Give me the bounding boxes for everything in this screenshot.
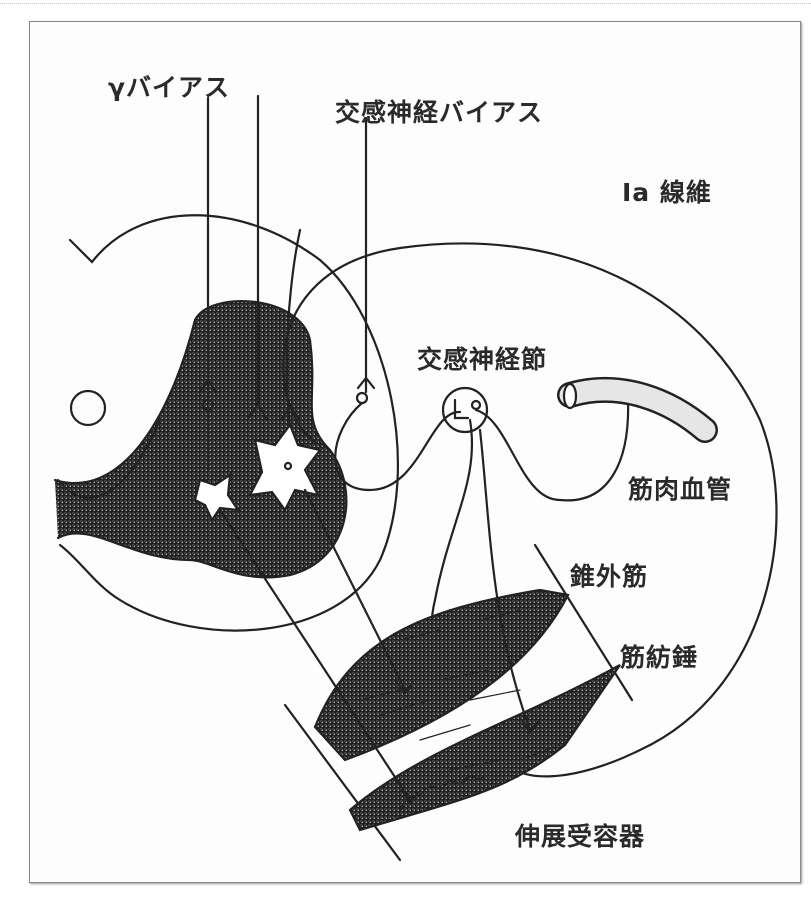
spinal-cord-outline [58, 214, 399, 632]
ia-fiber [282, 242, 778, 778]
sympathetic-preganglionic [334, 401, 462, 492]
vessel-opening [562, 382, 578, 410]
muscle-boundary [283, 703, 402, 862]
nucleus [283, 461, 293, 471]
stretch-receptor-coil [399, 774, 486, 811]
spinal-cord-left-curve [56, 418, 162, 499]
gamma-motor-neuron [193, 472, 241, 523]
postganglionic-to-vessel [474, 398, 630, 502]
label-muscle-spindle: 筋紡錘 [620, 643, 699, 672]
grey-matter [53, 300, 348, 579]
label-gamma-bias: γバイアス [108, 73, 231, 102]
muscle-boundary [533, 543, 634, 702]
synapse-forks [198, 376, 376, 422]
label-extrafusal-muscle: 錐外筋 [570, 562, 649, 591]
label-ia-fiber: Ⅰa 線維 [622, 178, 712, 207]
sympathetic-ganglion [441, 386, 489, 434]
alpha-efferent [303, 488, 415, 695]
label-muscle-vessel: 筋肉血管 [628, 475, 733, 504]
muscle-spindle [348, 664, 621, 832]
central-canal [69, 389, 107, 427]
label-sympathetic-ganglion: 交感神経節 [417, 345, 548, 374]
extrafusal-muscle [313, 588, 570, 762]
neuron-soma [355, 391, 369, 405]
sympathetic-to-spindle [478, 428, 540, 735]
gamma-efferent [218, 508, 420, 805]
ganglion-synapse [453, 398, 470, 420]
ganglion-cell [470, 399, 482, 411]
vessel-fill [559, 379, 716, 441]
label-sympathetic-bias: 交感神経バイアス [335, 98, 544, 127]
top-divider [0, 3, 811, 4]
label-stretch-receptor: 伸展受容器 [515, 822, 646, 851]
